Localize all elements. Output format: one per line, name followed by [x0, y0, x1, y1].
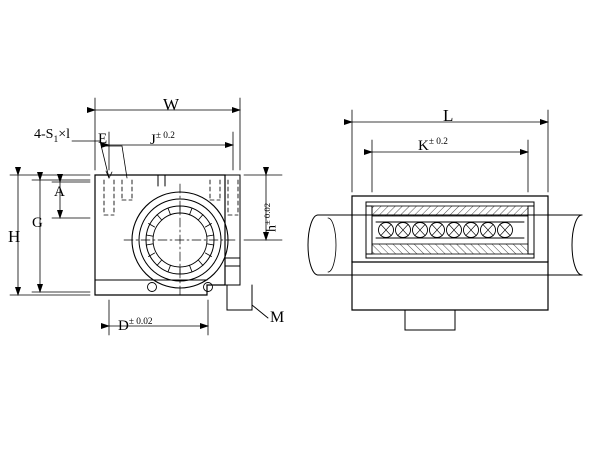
- dimension-label-k: K± 0.2: [418, 137, 448, 154]
- dimension-label-4s1-subscript: 1: [53, 134, 59, 145]
- dimension-label-a: A: [54, 184, 65, 200]
- dimension-label-w: W: [163, 95, 180, 114]
- dimension-label-j-tolerance: ± 0.2: [155, 131, 175, 141]
- dimension-label-d: D± 0.02: [118, 317, 153, 334]
- dimension-label-j-text: J: [150, 132, 156, 148]
- dimension-label-4s1-tail: ×l: [58, 127, 71, 142]
- dimension-label-h-low: h± 0.02: [262, 202, 280, 232]
- dimension-label-l: L: [443, 106, 454, 125]
- dimension-label-h-low-text: h: [264, 225, 280, 232]
- dimension-label-k-text: K: [418, 138, 429, 154]
- dimension-label-e: E: [98, 131, 108, 147]
- dimension-label-h-cap: H: [8, 227, 21, 246]
- dimension-label-k-tolerance: ± 0.2: [428, 137, 448, 147]
- side-view: [307, 109, 583, 331]
- dimension-label-d-tolerance: ± 0.02: [128, 317, 153, 327]
- front-view: [9, 97, 283, 336]
- dimension-label-4s1xl: 4-S1×l: [34, 128, 70, 145]
- dimension-label-j: J± 0.2: [150, 131, 175, 148]
- dimension-label-g: G: [32, 215, 43, 231]
- dimension-label-d-text: D: [118, 318, 129, 334]
- dimension-label-4s1-text: 4-S: [34, 127, 54, 142]
- dimension-label-m: M: [270, 309, 285, 326]
- dimension-label-h-low-tolerance: ± 0.02: [262, 202, 272, 225]
